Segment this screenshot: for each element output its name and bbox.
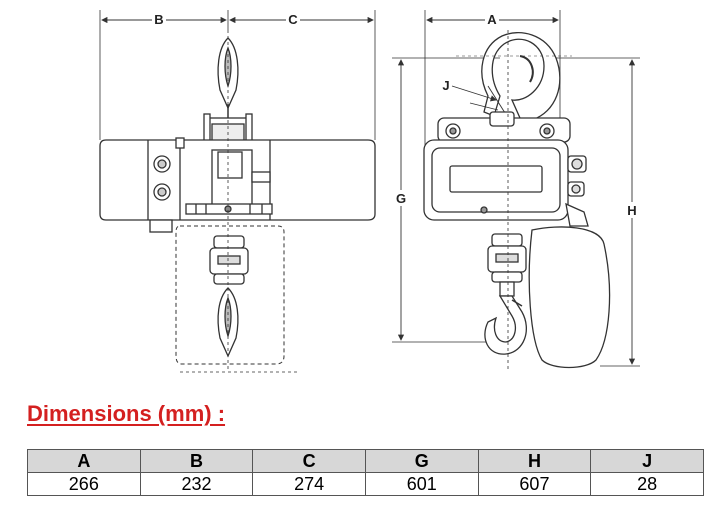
table-row: 266 232 274 601 607 28 bbox=[27, 472, 704, 496]
label-a: A bbox=[487, 12, 497, 27]
value-c: 274 bbox=[252, 472, 366, 496]
value-h: 607 bbox=[477, 472, 592, 496]
label-b: B bbox=[154, 12, 163, 27]
label-j: J bbox=[442, 78, 449, 93]
value-a: 266 bbox=[27, 472, 141, 496]
label-h: H bbox=[627, 203, 636, 218]
value-g: 601 bbox=[364, 472, 479, 496]
dimensions-table: A B C G H J 266 232 274 601 607 28 bbox=[27, 449, 704, 496]
hoist-technical-drawing: B C bbox=[99, 10, 640, 373]
value-b: 232 bbox=[139, 472, 254, 496]
header-c: C bbox=[252, 449, 366, 473]
header-b: B bbox=[139, 449, 254, 473]
label-g: G bbox=[396, 191, 406, 206]
header-a: A bbox=[27, 449, 141, 473]
side-view bbox=[99, 10, 376, 373]
value-j: 28 bbox=[590, 472, 704, 496]
header-h: H bbox=[477, 449, 592, 473]
header-g: G bbox=[364, 449, 479, 473]
label-c: C bbox=[288, 12, 298, 27]
dimensions-heading: Dimensions (mm) : bbox=[27, 401, 226, 426]
front-view bbox=[392, 10, 640, 372]
table-header-row: A B C G H J bbox=[27, 449, 704, 473]
header-j: J bbox=[590, 449, 704, 473]
